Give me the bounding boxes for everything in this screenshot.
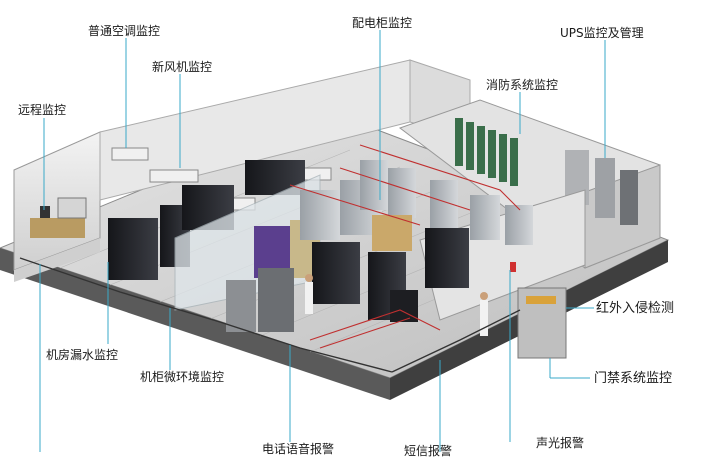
label-fire-system-monitoring: 消防系统监控 xyxy=(486,78,559,92)
label-remote-monitoring: 远程监控 xyxy=(18,103,67,117)
label-sound-light-alarm: 声光报警 xyxy=(536,436,585,450)
front-rail xyxy=(19,257,521,373)
front-equipment xyxy=(226,268,294,332)
access-door xyxy=(510,262,567,359)
label-sms-alarm: 短信报警 xyxy=(404,444,453,458)
label-ac-monitoring: 普通空调监控 xyxy=(88,24,161,38)
label-ups-monitoring: UPS监控及管理 xyxy=(560,26,644,40)
ups-room xyxy=(398,99,661,269)
label-rack-environment-monitoring: 机柜微环境监控 xyxy=(140,370,225,384)
control-room xyxy=(14,197,100,282)
label-phone-voice-alarm: 电话语音报警 xyxy=(262,442,335,456)
label-infrared-intrusion-detection: 红外入侵检测 xyxy=(596,301,675,316)
label-power-distribution-monitoring: 配电柜监控 xyxy=(352,16,413,30)
alarm-wiring xyxy=(289,144,521,349)
fire-cylinders xyxy=(455,118,518,186)
people xyxy=(305,274,488,336)
label-water-leak-monitoring: 机房漏水监控 xyxy=(46,348,119,362)
label-access-control-monitoring: 门禁系统监控 xyxy=(594,371,673,386)
callout-lines xyxy=(39,30,606,452)
label-fresh-air-monitoring: 新风机监控 xyxy=(152,60,213,74)
black-cabinets xyxy=(312,215,469,322)
